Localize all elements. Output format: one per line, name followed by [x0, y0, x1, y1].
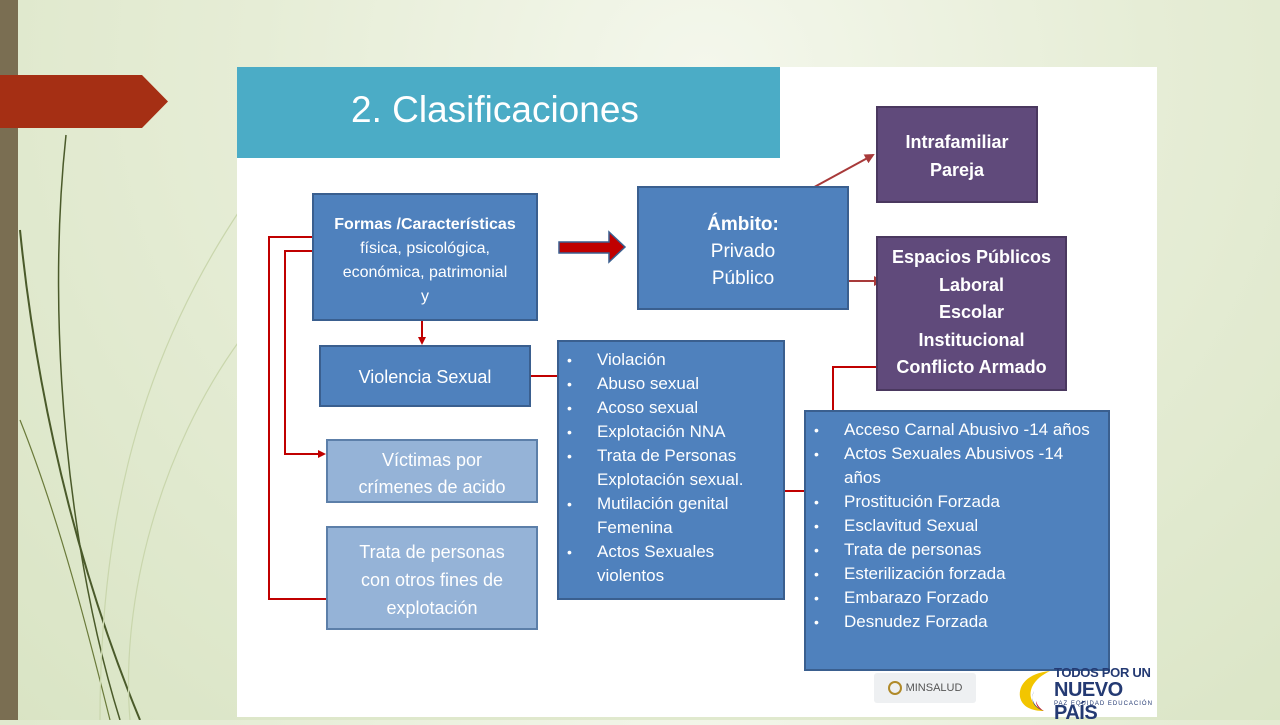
victimas-line-1: Víctimas por [381, 450, 483, 470]
escolar-label: Escolar [938, 302, 1005, 322]
list-item: Acoso sexual [559, 396, 775, 420]
formas-line-3: y [421, 288, 429, 305]
ambito-publico: Público [711, 268, 775, 289]
footer-logos: MINSALUD TODOS POR UN NUEVO PAÍS PAZ EQU… [874, 665, 1154, 724]
trata-line-1: Trata de personas [359, 542, 505, 562]
lista-violencia-sexual: Violación Abuso sexual Acoso sexual Expl… [557, 340, 785, 600]
flag-swoosh-icon [1019, 671, 1050, 711]
trata-line-2: con otros fines de [360, 570, 504, 590]
list-item: Esclavitud Sexual [806, 514, 1098, 538]
slide-title: 2. Clasificaciones [351, 89, 639, 130]
ambito-box: Ámbito: Privado Público [637, 186, 849, 310]
formas-line-1: física, psicológica, [360, 240, 490, 257]
intrafamiliar-box: Intrafamiliar Pareja [876, 106, 1038, 203]
list-item: Explotación NNA [559, 420, 775, 444]
victimas-box: Víctimas por crímenes de acido [326, 439, 538, 503]
tpun-line-3: PAZ EQUIDAD EDUCACIÓN [1054, 701, 1153, 707]
violencia-sexual-label: Violencia Sexual [358, 367, 492, 387]
list-item: Mutilación genital Femenina [559, 492, 775, 540]
tpun-line-1: TODOS POR UN [1054, 665, 1151, 680]
decorative-curves [19, 134, 241, 720]
institucional-label: Institucional [918, 329, 1025, 350]
list-item: Acceso Carnal Abusivo -14 años [806, 418, 1098, 442]
list-item: Abuso sexual [559, 372, 775, 396]
espacios-publicos-label: Espacios Públicos [891, 247, 1052, 267]
ambito-privado: Privado [710, 241, 776, 262]
pareja-label: Pareja [929, 160, 985, 180]
list-item: Violación [559, 348, 775, 372]
list-item: Actos Sexuales violentos [559, 540, 775, 588]
tpun-line-2: NUEVO PAÍS [1054, 679, 1123, 724]
trata-box: Trata de personas con otros fines de exp… [326, 526, 538, 630]
list-item: Trata de personas [806, 538, 1098, 562]
ambito-heading: Ámbito: [707, 214, 779, 235]
red-tab-marker [0, 75, 168, 128]
list-item: Desnudez Forzada [806, 610, 1098, 634]
list-item: Esterilización forzada [806, 562, 1098, 586]
list-item: Trata de Personas Explotación sexual. [559, 444, 775, 492]
formas-line-2: económica, patrimonial [342, 264, 508, 281]
espacios-box: Espacios Públicos Laboral Escolar Instit… [876, 236, 1067, 391]
title-bar: 2. Clasificaciones [237, 67, 780, 158]
slide-content: 2. Clasificaciones Formas /Caract [237, 67, 1157, 724]
violencia-sexual-box: Violencia Sexual [319, 345, 531, 407]
formas-heading: Formas /Características [334, 216, 516, 233]
victimas-line-2: crímenes de acido [358, 477, 506, 497]
list-item: Embarazo Forzado [806, 586, 1098, 610]
connector-arrows [268, 154, 887, 603]
conflicto-armado-label: Conflicto Armado [896, 357, 1047, 377]
minsalud-text: MINSALUD [905, 682, 963, 694]
lista-conflicto-armado: Acceso Carnal Abusivo -14 años Actos Sex… [804, 410, 1110, 671]
seal-icon [887, 681, 902, 695]
todos-por-un-nuevo-pais-logo: TODOS POR UN NUEVO PAÍS PAZ EQUIDAD EDUC… [1014, 665, 1154, 724]
minsalud-logo: MINSALUD [874, 673, 976, 703]
intrafamiliar-label: Intrafamiliar [905, 132, 1009, 152]
formas-box: Formas /Características física, psicológ… [312, 193, 538, 321]
list-item: Prostitución Forzada [806, 490, 1098, 514]
left-accent-strip [0, 0, 18, 720]
laboral-label: Laboral [938, 274, 1004, 295]
list-item: Actos Sexuales Abusivos -14 años [806, 442, 1098, 490]
trata-line-3: explotación [386, 598, 478, 618]
